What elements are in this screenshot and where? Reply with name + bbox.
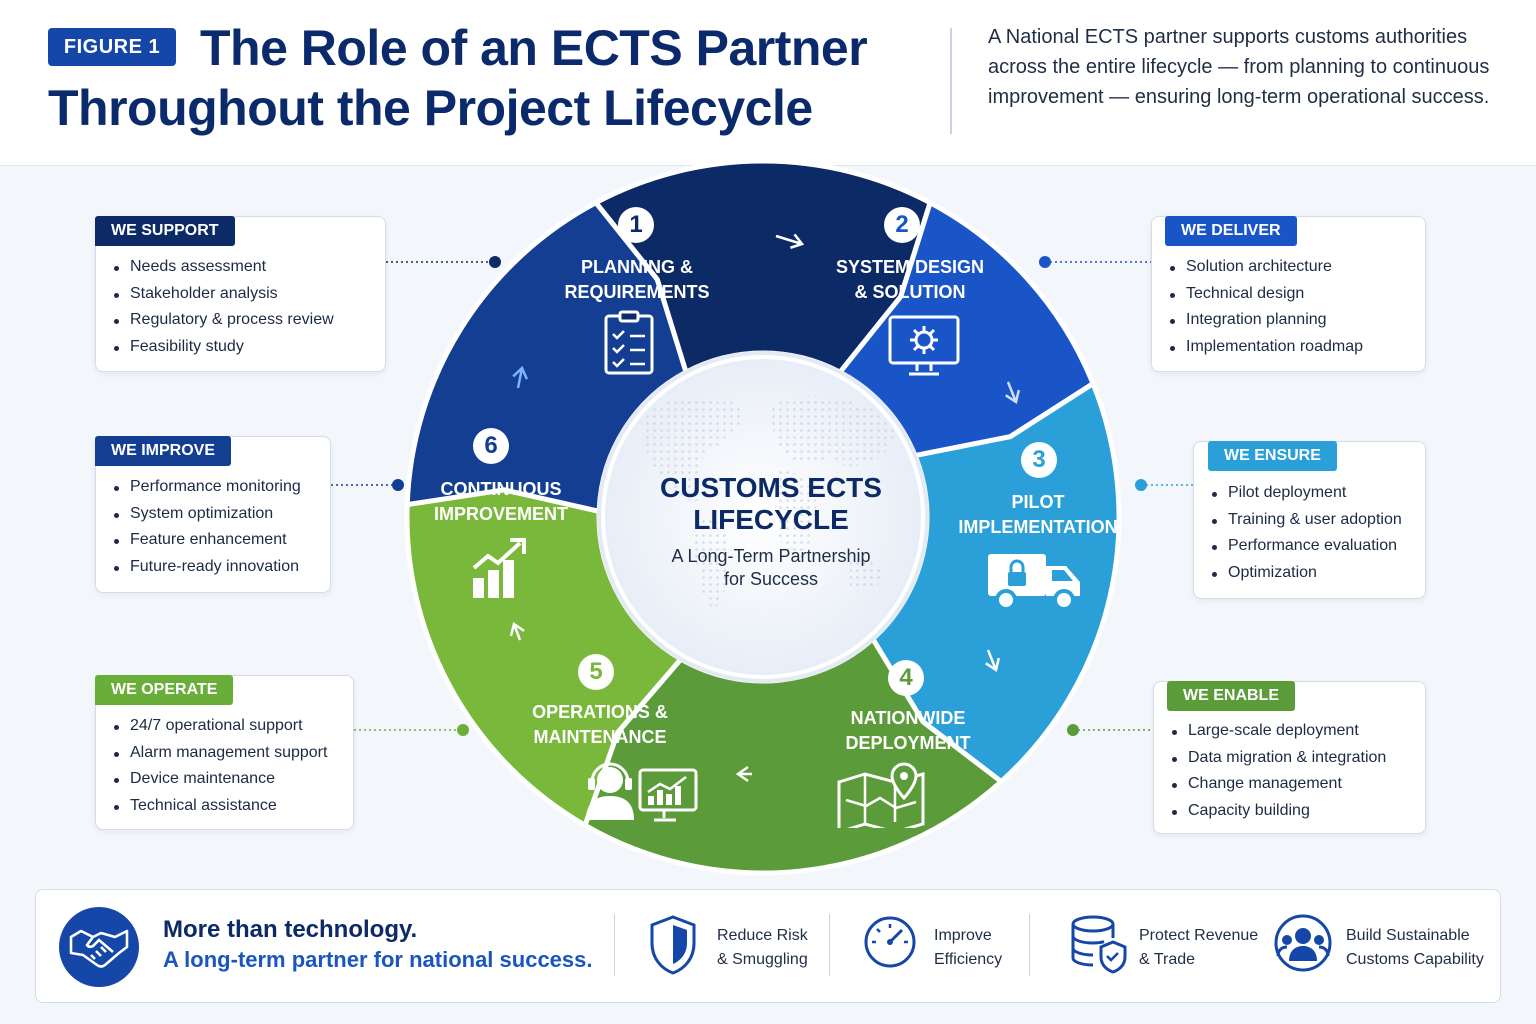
- box-we-improve: WE IMPROVE Performance monitoring System…: [95, 436, 331, 593]
- page-title: The Role of an ECTS Partner Throughout t…: [48, 18, 938, 138]
- figure-badge: FIGURE 1: [48, 28, 176, 66]
- box-we-enable: WE ENABLE Large-scale deployment Data mi…: [1153, 681, 1426, 834]
- list-item: Change management: [1168, 771, 1386, 798]
- handshake-icon: [59, 907, 139, 987]
- list-item: Performance evaluation: [1208, 533, 1402, 560]
- box-we-deliver: WE DELIVER Solution architecture Technic…: [1151, 216, 1426, 372]
- tag-we-support: WE SUPPORT: [95, 216, 235, 246]
- footer-tagline: A long-term partner for national success…: [163, 947, 593, 972]
- benefit-reduce-risk: Reduce Risk & Smuggling: [717, 927, 808, 968]
- list-item: Technical assistance: [110, 793, 327, 820]
- list-item: Performance monitoring: [110, 474, 301, 501]
- list-item: Integration planning: [1166, 307, 1363, 334]
- list-item: Pilot deployment: [1208, 480, 1402, 507]
- world-map: [640, 396, 895, 610]
- list-item: Data migration & integration: [1168, 745, 1386, 772]
- list-item: Device maintenance: [110, 766, 327, 793]
- footer-divider: [614, 914, 615, 976]
- list-item: System optimization: [110, 501, 301, 528]
- segment-5-label: OPERATIONS & MAINTENANCE: [532, 702, 668, 747]
- list-item: Implementation roadmap: [1166, 334, 1363, 361]
- footer-divider: [1029, 914, 1030, 976]
- tag-we-deliver: WE DELIVER: [1165, 216, 1297, 246]
- segment-1-number: 1: [618, 207, 654, 243]
- benefit-build-capability: Build Sustainable Customs Capability: [1346, 927, 1484, 968]
- speedometer-icon: [864, 916, 916, 968]
- segment-2-label: SYSTEM DESIGN & SOLUTION: [835, 257, 985, 302]
- list-item: Training & user adoption: [1208, 507, 1402, 534]
- connector-dot: [392, 479, 404, 491]
- segment-6-number: 6: [473, 428, 509, 464]
- list-item: Optimization: [1208, 560, 1402, 587]
- flow-arrow: [735, 765, 752, 783]
- tag-we-improve: WE IMPROVE: [95, 436, 232, 466]
- deliver-list: Solution architecture Technical design I…: [1166, 254, 1363, 360]
- monitor-gear-icon: [888, 315, 960, 376]
- list-item: Solution architecture: [1166, 254, 1363, 281]
- segment-6-label: CONTINUOUS IMPROVEMENT: [433, 479, 568, 524]
- flow-arrow: [509, 621, 525, 641]
- box-we-operate: WE OPERATE 24/7 operational support Alar…: [95, 675, 354, 830]
- list-item: Alarm management support: [110, 740, 327, 767]
- segment-4-label: NATIONWIDE DEPLOYMENT: [845, 708, 971, 753]
- benefit-protect-revenue: Protect Revenue & Trade: [1139, 927, 1259, 968]
- flow-arrow: [512, 365, 529, 389]
- list-item: Stakeholder analysis: [110, 281, 334, 308]
- tag-we-enable: WE ENABLE: [1167, 681, 1295, 711]
- list-item: Large-scale deployment: [1168, 718, 1386, 745]
- flow-arrow: [775, 233, 805, 249]
- list-item: Capacity building: [1168, 798, 1386, 825]
- map-pin-icon: [837, 762, 925, 828]
- headset-chart-icon: [586, 762, 698, 822]
- title-line-1: The Role of an ECTS Partner: [200, 20, 868, 76]
- header: FIGURE 1 The Role of an ECTS Partner Thr…: [0, 0, 1536, 166]
- connector-dot: [1039, 256, 1051, 268]
- segment-4-number: 4: [888, 660, 924, 696]
- people-icon: [1274, 914, 1332, 972]
- header-divider: [950, 28, 952, 134]
- segment-1-label: PLANNING & REQUIREMENTS: [564, 257, 710, 302]
- checklist-icon: [604, 310, 654, 375]
- database-shield-icon: [1071, 915, 1127, 974]
- shield-icon: [650, 915, 696, 975]
- support-list: Needs assessment Stakeholder analysis Re…: [110, 254, 334, 360]
- segment-2-number: 2: [884, 207, 920, 243]
- footer-headline: More than technology.: [163, 916, 418, 943]
- truck-lock-icon: [988, 554, 1080, 611]
- footer-divider: [829, 914, 830, 976]
- box-we-support: WE SUPPORT Needs assessment Stakeholder …: [95, 216, 386, 372]
- segment-3-label: PILOT IMPLEMENTATION: [958, 492, 1118, 537]
- benefit-improve-efficiency: Improve Efficiency: [934, 927, 1003, 968]
- flow-arrow: [985, 649, 1001, 673]
- connector-dot: [1067, 724, 1079, 736]
- list-item: Technical design: [1166, 281, 1363, 308]
- flow-arrow: [1005, 381, 1021, 405]
- intro-text: A National ECTS partner supports customs…: [988, 26, 1490, 108]
- footer-banner: More than technology. A long-term partne…: [35, 889, 1501, 1003]
- tag-we-ensure: WE ENSURE: [1208, 441, 1337, 471]
- box-we-ensure: WE ENSURE Pilot deployment Training & us…: [1193, 441, 1426, 599]
- improve-list: Performance monitoring System optimizati…: [110, 474, 301, 580]
- tag-we-operate: WE OPERATE: [95, 675, 234, 705]
- list-item: 24/7 operational support: [110, 713, 327, 740]
- list-item: Regulatory & process review: [110, 307, 334, 334]
- title-line-2: Throughout the Project Lifecycle: [48, 80, 813, 136]
- segment-3-number: 3: [1021, 442, 1057, 478]
- connector-dot: [457, 724, 469, 736]
- ensure-list: Pilot deployment Training & user adoptio…: [1208, 480, 1402, 586]
- connector-dot: [489, 256, 501, 268]
- enable-list: Large-scale deployment Data migration & …: [1168, 718, 1386, 824]
- segment-5-number: 5: [578, 654, 614, 690]
- list-item: Future-ready innovation: [110, 554, 301, 581]
- connector-dot: [1135, 479, 1147, 491]
- center-title: CUSTOMS ECTS LIFECYCLE: [660, 472, 882, 535]
- list-item: Needs assessment: [110, 254, 334, 281]
- list-item: Feature enhancement: [110, 527, 301, 554]
- growth-chart-icon: [472, 538, 526, 598]
- center-subtitle: A Long-Term Partnership for Success: [671, 546, 871, 589]
- list-item: Feasibility study: [110, 334, 334, 361]
- operate-list: 24/7 operational support Alarm managemen…: [110, 713, 327, 819]
